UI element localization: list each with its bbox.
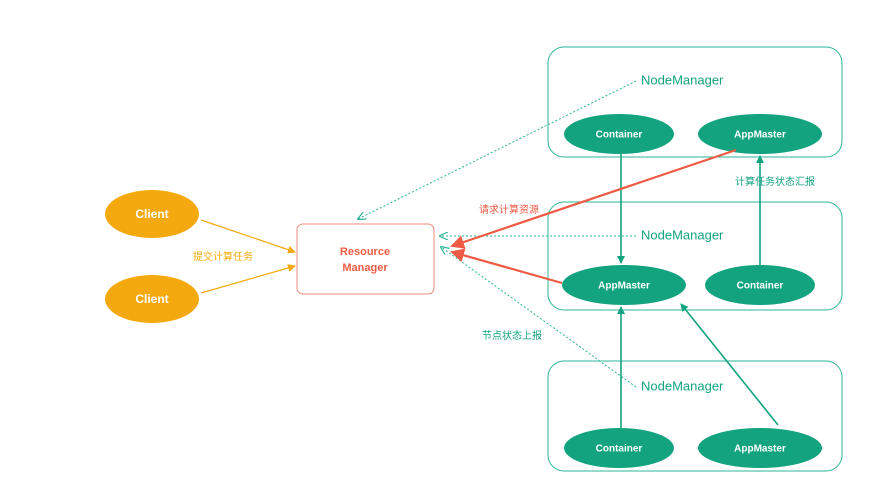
client-2-label: Client xyxy=(135,292,168,306)
node-manager-label-1: NodeManager xyxy=(641,72,724,87)
node-manager-label-2: NodeManager xyxy=(641,227,724,242)
nm3-appmaster-label: AppMaster xyxy=(734,444,786,455)
client-1-label: Client xyxy=(135,207,168,221)
node-manager-label-3: NodeManager xyxy=(641,378,724,393)
nm2-appmaster-label: AppMaster xyxy=(598,281,650,292)
task-status-report-label: 计算任务状态汇报 xyxy=(735,175,815,188)
nm1-appmaster xyxy=(698,114,822,154)
submit-task-label: 提交计算任务 xyxy=(193,250,253,263)
client-2 xyxy=(105,275,199,323)
nm3-appmaster-to-nm2-appmaster-arrow xyxy=(680,303,779,426)
request-resources-label: 请求计算资源 xyxy=(479,203,539,216)
client-2-to-rm-arrow xyxy=(200,264,296,294)
nm3-appmaster xyxy=(698,428,822,468)
client-1 xyxy=(105,190,199,238)
nm1-appmaster-to-rm-red-arrow xyxy=(450,148,737,249)
nm2-appmaster xyxy=(562,265,686,305)
nm1-container-label: Container xyxy=(596,130,643,141)
client-1-to-rm-arrow xyxy=(200,219,296,254)
nm2-appmaster-to-rm-red-arrow xyxy=(450,248,563,285)
resource-manager-label-line1: Resource xyxy=(340,246,390,258)
nm1-container xyxy=(564,114,674,154)
nm3-container-label: Container xyxy=(596,444,643,455)
nm2-container xyxy=(705,265,815,305)
resource-manager-box xyxy=(296,223,435,295)
nm3-container xyxy=(564,428,674,468)
nm1-appmaster-label: AppMaster xyxy=(734,130,786,141)
resource-manager-label-line2: Manager xyxy=(342,262,388,274)
nm2-container-label: Container xyxy=(737,281,784,292)
node-status-report-label: 节点状态上报 xyxy=(482,329,542,342)
nm3-to-rm-dotted-arrow xyxy=(441,247,637,388)
